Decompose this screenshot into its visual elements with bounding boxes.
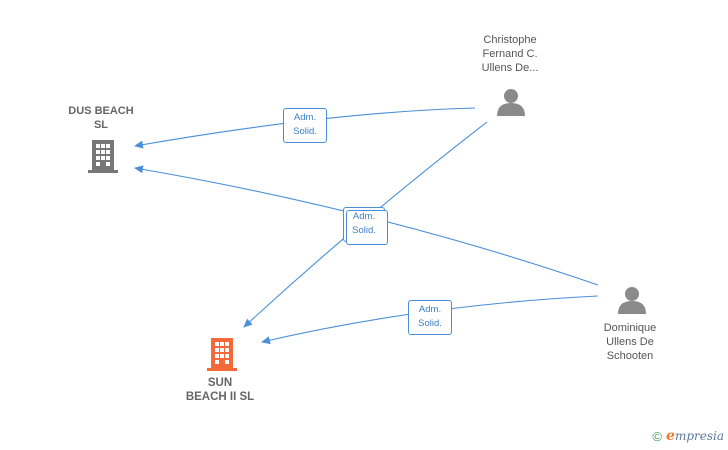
person-icon[interactable] — [497, 89, 525, 116]
company-label-dus-beach[interactable]: DUS BEACH SL — [68, 105, 134, 131]
company-label-sun-beach[interactable]: SUN BEACH II SL — [185, 377, 255, 403]
person-label-christophe[interactable]: Christophe Fernand C. Ullens De... — [481, 34, 539, 74]
role-line-1: Adm. — [418, 304, 442, 315]
role-badge-adm-solid[interactable]: Adm. Solid. — [408, 300, 452, 335]
copyright-icon: © — [652, 428, 663, 444]
role-badge-adm-solid[interactable]: Adm. Solid. — [343, 207, 388, 245]
footer-brand: © empresia — [652, 428, 724, 444]
brand-logo[interactable]: empresia — [666, 428, 724, 444]
role-line-1: Adm. — [293, 112, 317, 123]
building-icon[interactable] — [88, 140, 118, 173]
role-badge-adm-solid[interactable]: Adm. Solid. — [283, 108, 327, 143]
person-icon[interactable] — [618, 287, 646, 314]
role-line-2: Solid. — [352, 225, 376, 236]
building-icon[interactable] — [207, 338, 237, 371]
person-label-dominique[interactable]: Dominique Ullens De Schooten — [603, 322, 657, 362]
role-line-2: Solid. — [418, 318, 442, 329]
role-line-1: Adm. — [352, 211, 376, 222]
role-line-2: Solid. — [293, 126, 317, 137]
